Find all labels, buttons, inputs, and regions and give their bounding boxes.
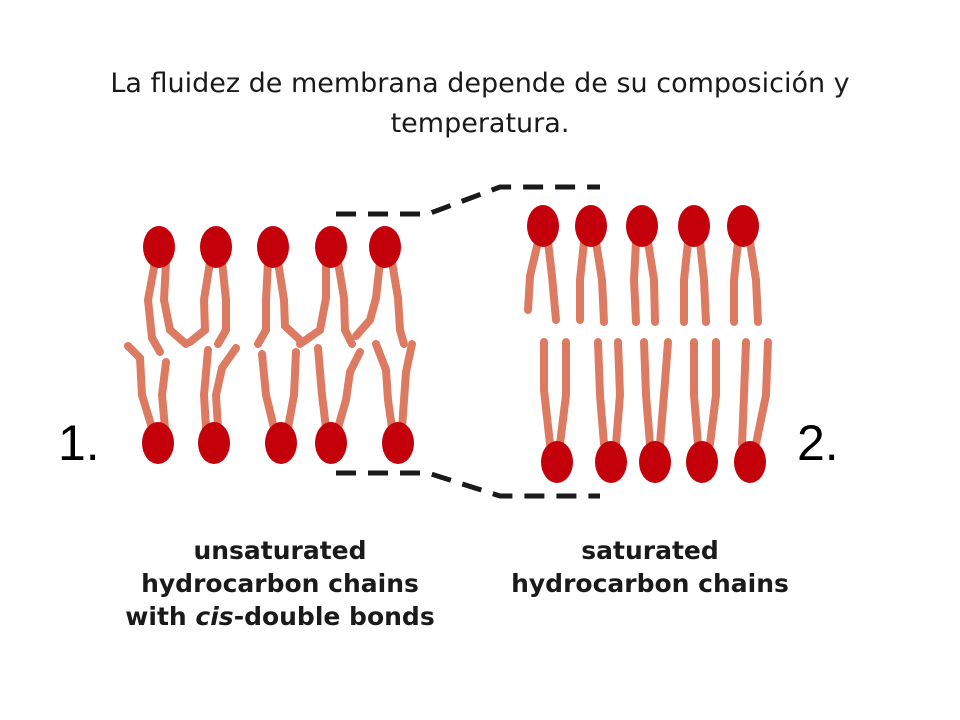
lipid-head	[257, 226, 289, 268]
lipid-head	[727, 205, 759, 247]
unsaturated-bilayer	[124, 258, 416, 432]
lipid-head	[527, 205, 559, 247]
guide-line-bottom	[336, 470, 600, 499]
caption-line: saturated	[581, 536, 719, 565]
unsaturated-heads	[142, 226, 414, 464]
caption-saturated: saturated hydrocarbon chains	[470, 534, 830, 600]
saturated-heads	[527, 205, 766, 483]
caption-line: unsaturated	[193, 536, 367, 565]
lipid-head	[265, 422, 297, 464]
lipid-head	[541, 441, 573, 483]
label-number-2: 2.	[797, 415, 839, 471]
caption-text: -double bonds	[233, 602, 435, 631]
caption-text: with	[125, 602, 196, 631]
label-number-1: 1.	[58, 415, 100, 471]
lipid-head	[382, 422, 414, 464]
lipid-head	[575, 205, 607, 247]
lipid-head	[143, 226, 175, 268]
caption-line: hydrocarbon chains	[141, 569, 419, 598]
lipid-head	[678, 205, 710, 247]
lipid-head	[200, 226, 232, 268]
lipid-head	[734, 441, 766, 483]
lipid-head	[626, 205, 658, 247]
dashed-guide-lines	[336, 184, 600, 499]
lipid-head	[315, 226, 347, 268]
guide-line-top	[336, 184, 600, 217]
lipid-head	[198, 422, 230, 464]
caption-italic-text: cis	[195, 602, 234, 631]
caption-line: with cis-double bonds	[100, 600, 460, 633]
page-title: La fluidez de membrana depende de su com…	[110, 68, 850, 139]
lipid-head	[315, 422, 347, 464]
lipid-head	[639, 441, 671, 483]
lipid-head	[142, 422, 174, 464]
lipid-head	[369, 226, 401, 268]
lipid-head	[686, 441, 718, 483]
lipid-head	[595, 441, 627, 483]
caption-unsaturated: unsaturated hydrocarbon chains with cis-…	[100, 534, 460, 633]
saturated-bilayer	[524, 238, 772, 448]
caption-line: hydrocarbon chains	[511, 569, 789, 598]
